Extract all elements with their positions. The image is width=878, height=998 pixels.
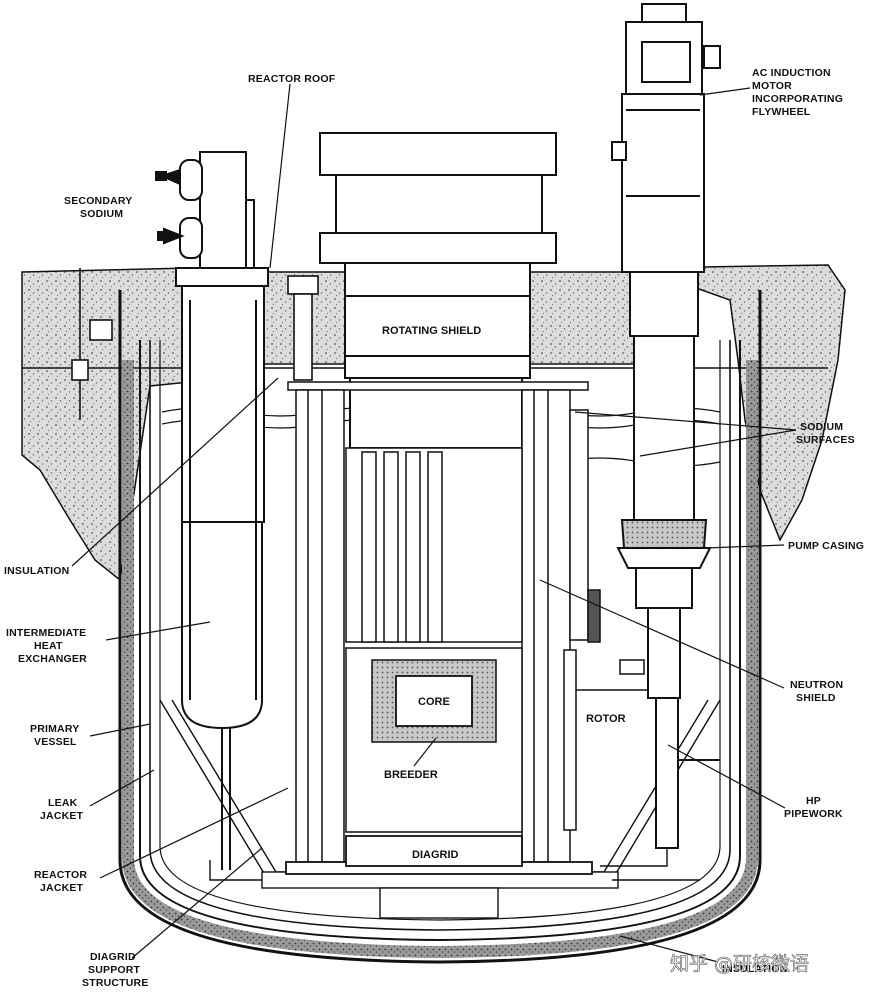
label-primary-vessel: PRIMARY VESSEL bbox=[30, 723, 82, 748]
primary-pump bbox=[611, 3, 721, 849]
neutron-shield bbox=[563, 409, 650, 831]
label-hp-pipework: HP PIPEWORK bbox=[784, 795, 843, 820]
core-breeder-assembly bbox=[371, 659, 497, 743]
label-rotating-shield: ROTATING SHIELD bbox=[382, 325, 481, 337]
vessel-layers bbox=[118, 290, 762, 964]
label-leak-jacket: LEAK JACKET bbox=[40, 797, 84, 822]
label-pump-casing: PUMP CASING bbox=[788, 540, 864, 552]
watermark: 知乎 @研核微语 bbox=[670, 953, 809, 975]
label-reactor-roof: REACTOR ROOF bbox=[248, 73, 336, 85]
outer-labels: REACTOR ROOF AC INDUCTION MOTOR INCORPOR… bbox=[4, 67, 864, 989]
diagrid bbox=[285, 835, 593, 875]
label-diagrid: DIAGRID bbox=[412, 849, 459, 861]
label-sodium-surfaces: SODIUM SURFACES bbox=[796, 421, 855, 446]
label-neutron-shield: NEUTRON SHIELD bbox=[790, 679, 846, 704]
label-secondary-sodium: SECONDARY SODIUM bbox=[64, 195, 135, 220]
label-diagrid-support-structure: DIAGRID SUPPORT STRUCTURE bbox=[82, 951, 149, 989]
hp-pipework bbox=[209, 848, 700, 881]
label-insulation-left: INSULATION bbox=[4, 565, 69, 577]
intermediate-heat-exchanger bbox=[175, 267, 269, 870]
label-core: CORE bbox=[418, 696, 450, 708]
label-intermediate-heat-exchanger: INTERMEDIATE HEAT EXCHANGER bbox=[6, 627, 90, 665]
diagrid-support-structure bbox=[159, 699, 721, 919]
label-insulation-bottom: INSULATION bbox=[722, 963, 787, 975]
label-reactor-jacket: REACTOR JACKET bbox=[34, 869, 90, 894]
label-breeder: BREEDER bbox=[384, 769, 438, 781]
above-core-structure bbox=[287, 381, 589, 863]
rotating-shield bbox=[319, 132, 557, 449]
label-motor: AC INDUCTION MOTOR INCORPORATING FLYWHEE… bbox=[752, 67, 846, 118]
label-rotor: ROTOR bbox=[586, 713, 626, 725]
secondary-sodium-pipes bbox=[155, 151, 255, 273]
instrument-tube bbox=[71, 268, 319, 420]
leader-lines bbox=[71, 83, 797, 963]
inner-labels: ROTATING SHIELD CORE BREEDER ROTOR DIAGR… bbox=[382, 325, 626, 861]
